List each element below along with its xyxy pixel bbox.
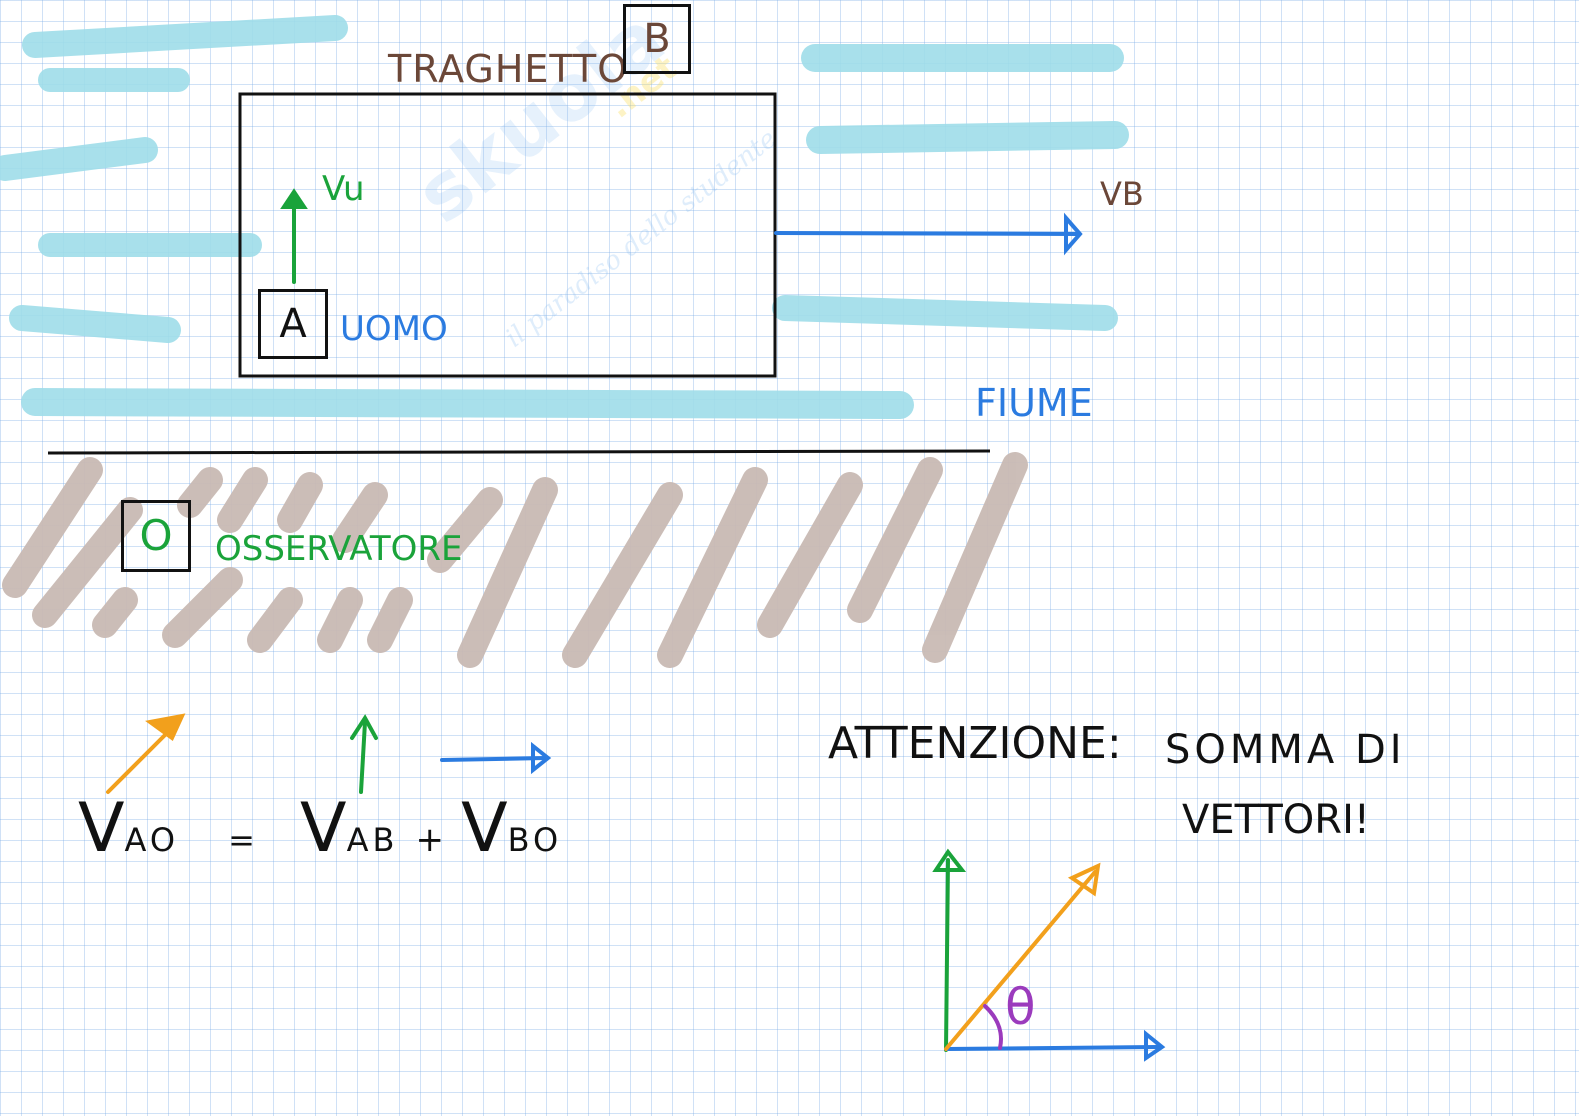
vao-subscript: AO [124, 821, 180, 859]
observer-label: OSSERVATORE [215, 529, 463, 569]
b-box: B [623, 4, 691, 74]
shore-stroke [277, 472, 323, 533]
vbo-subscript: BO [507, 821, 563, 859]
o-box: O [121, 500, 191, 572]
shore-hatching [2, 452, 1028, 668]
man-velocity-label: Vu [322, 169, 365, 209]
shore-stroke [92, 587, 138, 638]
shore-stroke [657, 467, 768, 668]
vab-subscript: AB [346, 821, 399, 859]
water-stroke [0, 137, 158, 181]
man-label: UOMO [340, 309, 448, 349]
theta-label: θ [1005, 978, 1036, 1036]
shore-line [47, 449, 991, 455]
shore-stroke [317, 587, 363, 653]
vbo-symbol: V [461, 789, 508, 868]
attention-label: ATTENZIONE: [828, 718, 1122, 769]
a-box: A [258, 289, 328, 359]
water-stroke [772, 295, 1118, 331]
vbo-arrow [440, 741, 552, 775]
shore-stroke [177, 467, 223, 518]
plus-sign: + [415, 820, 445, 860]
sum-resultant-arrow [944, 862, 1101, 1051]
shore-stroke [332, 482, 388, 553]
shore-stroke [32, 497, 143, 628]
river-water-strokes [0, 15, 1129, 419]
shore-stroke [367, 587, 413, 653]
shore-stroke [457, 477, 558, 668]
equation: VAO = VAB + VBO [78, 795, 562, 863]
man-velocity-arrow [280, 188, 308, 284]
shore-stroke [922, 452, 1028, 663]
shore-stroke [162, 567, 243, 648]
equals-sign: = [228, 821, 255, 859]
shore-stroke [217, 467, 268, 533]
shore-stroke [757, 472, 863, 638]
theta-angle-arc [983, 1004, 1003, 1050]
ferry-outline [238, 92, 777, 378]
vectors-label: VETTORI! [1182, 797, 1370, 843]
vab-symbol: V [300, 789, 347, 868]
water-stroke [9, 305, 181, 343]
shore-stroke [847, 457, 943, 623]
river-label: FIUME [975, 381, 1093, 425]
shore-stroke [247, 587, 303, 653]
shore-stroke [2, 457, 103, 598]
shore-stroke [562, 482, 683, 668]
sum-of-label: SOMMA DI [1165, 727, 1406, 773]
vab-arrow [350, 714, 378, 794]
shore-stroke [427, 487, 503, 573]
ferry-velocity-label: VB [1100, 175, 1144, 213]
sum-vertical-arrow [932, 848, 967, 1052]
ferry-label: TRAGHETTO [388, 47, 629, 91]
water-stroke [21, 388, 914, 419]
vao-symbol: V [78, 789, 125, 868]
ferry-velocity-arrow [774, 212, 1083, 256]
vao-arrow [106, 713, 186, 794]
sum-horizontal-arrow [944, 1029, 1166, 1062]
water-stroke [806, 121, 1129, 154]
water-stroke [22, 15, 348, 58]
